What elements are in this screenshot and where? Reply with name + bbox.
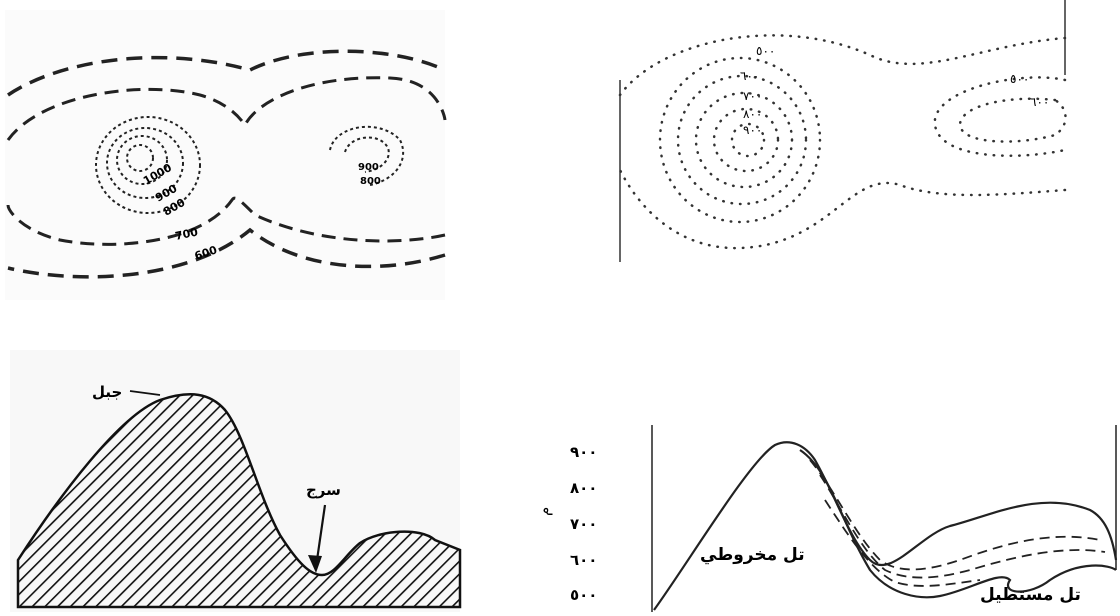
profile-hatched-svg: جبل سرج <box>0 345 465 612</box>
y-tick-label: ٦٠٠ <box>570 551 597 569</box>
mountain-label: جبل <box>92 383 122 401</box>
contour-map-english-svg: 1000 900 800 700 600 900 800 <box>0 0 450 305</box>
strata-line <box>810 460 1100 569</box>
saddle-label: سرج <box>306 481 341 499</box>
profile-hatched: جبل سرج <box>0 345 465 612</box>
contour-label: ٥٠٠ <box>756 44 775 58</box>
profile-hills-svg: ٩٠٠ ٨٠٠ ٧٠٠ ٦٠٠ ٥٠٠ م تل مخروطي تل مستطي… <box>530 420 1120 612</box>
contour-label: ٨٠٠ <box>743 107 762 121</box>
profile-hills: ٩٠٠ ٨٠٠ ٧٠٠ ٦٠٠ ٥٠٠ م تل مخروطي تل مستطي… <box>530 420 1120 612</box>
contour-map-arabic-svg: ٥٠٠ ٦٠٠ ٧٠٠ ٨٠٠ ٩٠٠ ٥٠٠ ٦٠٠ <box>600 0 1080 270</box>
contour-label: ٩٠٠ <box>743 123 762 137</box>
strata-line <box>820 475 1105 578</box>
contour-label: 900 <box>358 162 379 173</box>
contour-ring <box>960 99 1066 142</box>
contour-label: ٦٠٠ <box>740 69 759 83</box>
y-tick-label: ٥٠٠ <box>570 586 597 604</box>
contour-map-arabic: ٥٠٠ ٦٠٠ ٧٠٠ ٨٠٠ ٩٠٠ ٥٠٠ ٦٠٠ <box>600 0 1080 270</box>
contour-ring <box>935 77 1065 155</box>
contour-map-english: 1000 900 800 700 600 900 800 <box>0 0 450 305</box>
y-tick-label: ٨٠٠ <box>570 479 597 497</box>
contour-label: ٦٠٠ <box>1030 95 1049 109</box>
conical-hill-label: تل مخروطي <box>700 545 805 565</box>
y-tick-label: ٧٠٠ <box>570 515 597 533</box>
strata-line <box>825 500 980 586</box>
contour-line-500 <box>620 35 1065 248</box>
contour-label: 800 <box>360 176 381 187</box>
y-tick-label: ٩٠٠ <box>570 443 597 461</box>
contour-ring <box>678 76 806 204</box>
contour-label: ٥٠٠ <box>1010 72 1029 86</box>
contour-label: ٧٠٠ <box>743 89 762 103</box>
elongated-hill-label: تل مستطيل <box>980 585 1081 605</box>
y-axis-label: م <box>535 507 553 516</box>
